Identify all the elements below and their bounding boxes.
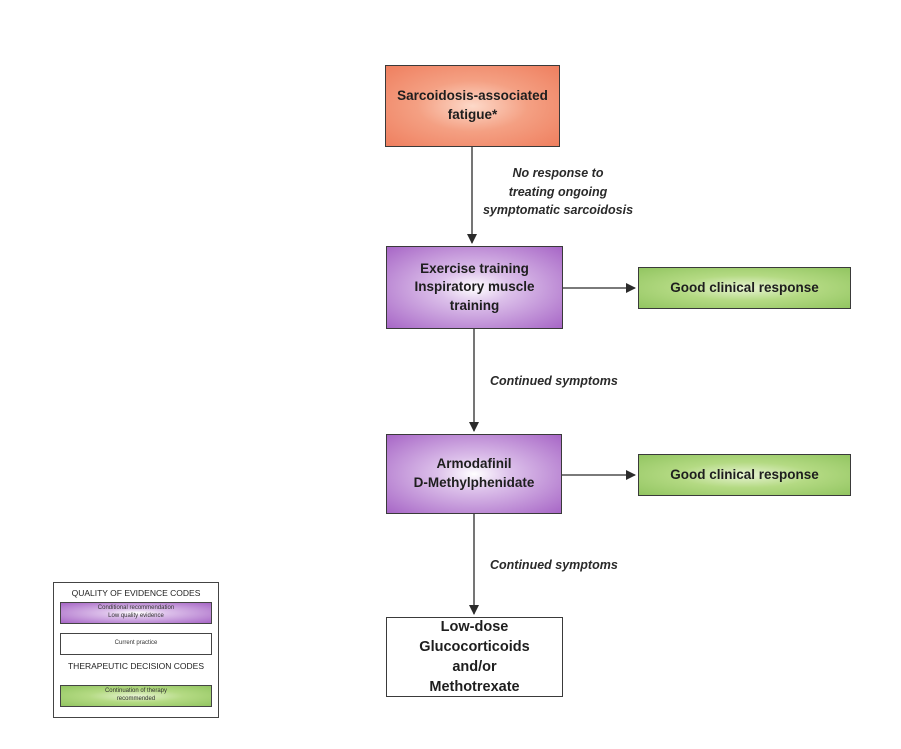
legend-swatch-conditional: Conditional recommendation Low quality e…	[60, 602, 212, 624]
legend-text-line: Conditional recommendation	[97, 605, 175, 612]
legend-swatch-current-practice: Current practice	[60, 633, 212, 655]
edge-label-no-response: No response to treating ongoing symptoma…	[478, 164, 638, 220]
node-low-dose-glucocorticoids: Low-dose Glucocorticoids and/or Methotre…	[386, 617, 563, 697]
legend-text-line: recommended	[116, 696, 156, 702]
node-text-line: Exercise training	[420, 260, 529, 276]
node-exercise-training: Exercise training Inspiratory muscle tra…	[386, 246, 563, 329]
legend-heading-therapeutic: THERAPEUTIC DECISION CODES	[67, 661, 205, 671]
edge-label-line: No response to	[512, 166, 604, 180]
node-sarcoidosis-fatigue: Sarcoidosis-associated fatigue*	[385, 65, 560, 147]
node-text-line: Glucocorticoids	[419, 639, 530, 655]
legend-swatch-continuation: Continuation of therapy recommended	[60, 685, 212, 707]
edge-label-line: treating ongoing	[508, 184, 608, 199]
legend: QUALITY OF EVIDENCE CODES Conditional re…	[53, 582, 219, 718]
node-text-line: Inspiratory muscle	[414, 279, 535, 295]
node-armodafinil: Armodafinil D-Methylphenidate	[386, 434, 562, 514]
legend-heading-quality: QUALITY OF EVIDENCE CODES	[71, 588, 201, 598]
node-good-clinical-response-1: Good clinical response	[638, 267, 851, 309]
node-text-line: Methotrexate	[429, 679, 520, 695]
legend-text-line: Current practice	[114, 640, 158, 647]
edge-label-continued-symptoms-1: Continued symptoms	[490, 374, 618, 388]
node-text-line: Armodafinil	[436, 456, 512, 472]
node-text-line: fatigue*	[447, 107, 498, 122]
legend-text-line: Continuation of therapy	[104, 688, 168, 695]
legend-text-line: Low quality evidence	[108, 613, 164, 619]
node-text-line: Sarcoidosis-associated	[397, 88, 548, 104]
node-text-line: training	[449, 297, 500, 313]
node-text-line: Good clinical response	[670, 466, 819, 482]
edge-label-continued-symptoms-2: Continued symptoms	[490, 558, 618, 572]
node-good-clinical-response-2: Good clinical response	[638, 454, 851, 496]
node-text-line: Low-dose	[440, 619, 509, 635]
node-text-line: and/or	[452, 659, 497, 675]
node-text-line: Good clinical response	[670, 279, 819, 295]
node-text-line: D-Methylphenidate	[413, 475, 535, 490]
edge-label-line: symptomatic sarcoidosis	[482, 203, 634, 217]
